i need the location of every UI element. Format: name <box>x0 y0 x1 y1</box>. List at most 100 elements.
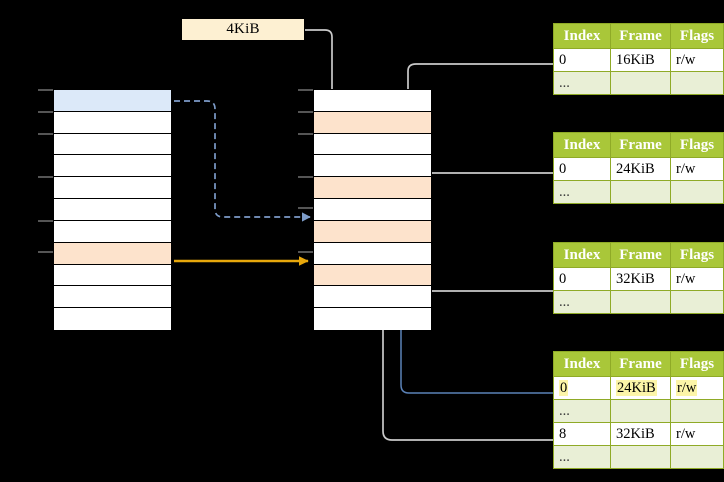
highlighted-value: 24KiB <box>616 379 657 396</box>
cell-index: ... <box>553 71 611 95</box>
column-header-index: Index <box>553 351 611 377</box>
cell-flags <box>670 290 724 314</box>
cell-frame: 24KiB <box>610 376 671 400</box>
cell-frame: 16KiB <box>610 48 671 72</box>
physical-frame-cell-2 <box>314 133 431 156</box>
virtual-page-cell-0 <box>54 90 171 112</box>
virtual-page-cell-9 <box>54 286 171 309</box>
table-row: ... <box>553 445 724 469</box>
tick-mark <box>38 251 53 253</box>
virtual-address-space-column <box>53 89 172 330</box>
cell-frame <box>610 399 671 423</box>
cell-index: ... <box>553 180 611 204</box>
tick-mark <box>38 111 53 113</box>
tick-mark <box>38 176 53 178</box>
cell-index: ... <box>553 399 611 423</box>
cell-frame <box>610 71 671 95</box>
cell-index: ... <box>553 290 611 314</box>
cell-index: 0 <box>553 267 611 291</box>
virtual-page-cell-7 <box>54 242 171 265</box>
cell-flags <box>670 180 724 204</box>
wire-virtual-to-physical-dashed <box>174 100 311 222</box>
virtual-page-cell-4 <box>54 177 171 200</box>
virtual-page-cell-1 <box>54 111 171 134</box>
table-row: 0 24KiB r/w <box>553 376 724 400</box>
tick-mark <box>298 133 313 135</box>
table-row: ... <box>553 290 724 314</box>
cell-flags: r/w <box>670 376 724 400</box>
cell-flags: r/w <box>670 422 724 446</box>
tick-mark <box>298 251 313 253</box>
cell-flags: r/w <box>670 48 724 72</box>
virtual-page-cell-10 <box>54 308 171 330</box>
tick-mark <box>38 89 53 91</box>
column-header-flags: Flags <box>670 242 724 268</box>
physical-frame-cell-10 <box>314 308 431 330</box>
table-row: ... <box>553 71 724 95</box>
cell-frame <box>610 290 671 314</box>
cell-frame: 32KiB <box>610 422 671 446</box>
tick-mark <box>298 207 313 209</box>
cell-index: 0 <box>553 157 611 181</box>
wire-table2-to-memory <box>419 172 553 220</box>
wire-table3-to-memory <box>419 262 553 292</box>
table-row: ... <box>553 180 724 204</box>
highlighted-value: 0 <box>559 379 569 396</box>
cell-flags <box>670 445 724 469</box>
virtual-page-cell-6 <box>54 220 171 243</box>
tick-mark <box>38 220 53 222</box>
cell-flags <box>670 399 724 423</box>
column-header-frame: Frame <box>610 242 671 268</box>
cell-frame: 32KiB <box>610 267 671 291</box>
column-header-frame: Frame <box>610 132 671 158</box>
column-header-flags: Flags <box>670 351 724 377</box>
physical-frame-cell-7 <box>314 242 431 265</box>
page-size-label: 4KiB <box>182 19 304 40</box>
cell-frame <box>610 445 671 469</box>
highlighted-value: r/w <box>676 379 698 396</box>
cell-index: ... <box>553 445 611 469</box>
column-header-index: Index <box>553 132 611 158</box>
cell-flags: r/w <box>670 267 724 291</box>
physical-frame-cell-8 <box>314 264 431 287</box>
cell-flags: r/w <box>670 157 724 181</box>
cell-index: 0 <box>553 48 611 72</box>
table-row: ... <box>553 399 724 423</box>
column-header-index: Index <box>553 23 611 49</box>
tick-mark <box>298 176 313 178</box>
physical-frame-cell-9 <box>314 286 431 309</box>
column-header-frame: Frame <box>610 351 671 377</box>
column-header-index: Index <box>553 242 611 268</box>
column-header-frame: Frame <box>610 23 671 49</box>
virtual-page-cell-8 <box>54 264 171 287</box>
tick-mark <box>38 133 53 135</box>
cell-index: 0 <box>553 376 611 400</box>
physical-frame-cell-4 <box>314 177 431 200</box>
physical-frame-cell-6 <box>314 220 431 243</box>
tick-mark <box>298 89 313 91</box>
cell-frame: 24KiB <box>610 157 671 181</box>
cell-frame <box>610 180 671 204</box>
tick-mark <box>298 111 313 113</box>
cell-index: 8 <box>553 422 611 446</box>
physical-frame-cell-0 <box>314 90 431 112</box>
physical-frame-cell-5 <box>314 199 431 221</box>
physical-memory-column <box>313 89 432 330</box>
virtual-page-cell-5 <box>54 199 171 221</box>
column-header-flags: Flags <box>670 132 724 158</box>
virtual-page-cell-3 <box>54 155 171 178</box>
cell-flags <box>670 71 724 95</box>
